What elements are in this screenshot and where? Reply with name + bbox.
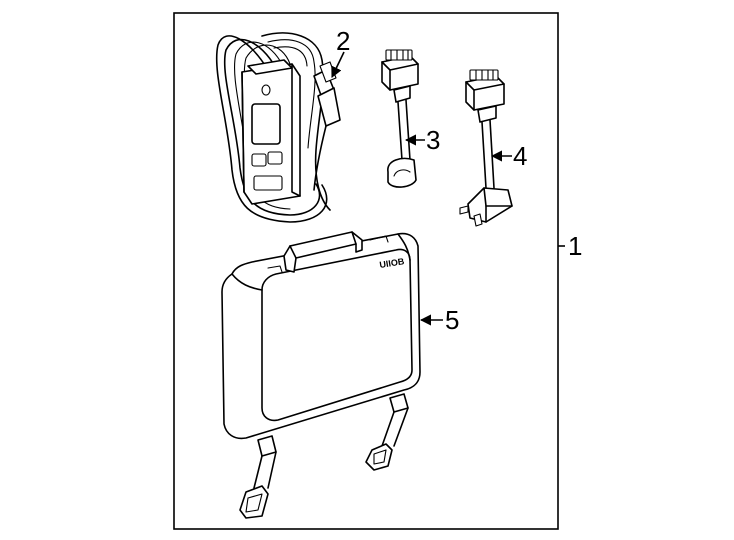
- callout-5-label: 5: [445, 305, 459, 335]
- callout-3: 3: [404, 125, 440, 155]
- case-logo-text: UIIOB: [379, 256, 406, 270]
- callout-4-label: 4: [513, 141, 527, 171]
- callout-3-label: 3: [426, 125, 440, 155]
- callout-1: 1: [558, 231, 582, 261]
- callout-1-label: 1: [568, 231, 582, 261]
- callout-2-label: 2: [336, 26, 350, 56]
- callout-4: 4: [490, 141, 527, 171]
- adapter-cable-4-illustration: [459, 69, 513, 227]
- carry-case-illustration: UIIOB: [221, 231, 421, 519]
- callout-5: 5: [419, 305, 459, 335]
- portable-charger-illustration: [215, 32, 341, 223]
- adapter-cable-3-illustration: [381, 49, 419, 188]
- diagram-frame: [173, 12, 559, 530]
- callout-2: 2: [331, 26, 350, 79]
